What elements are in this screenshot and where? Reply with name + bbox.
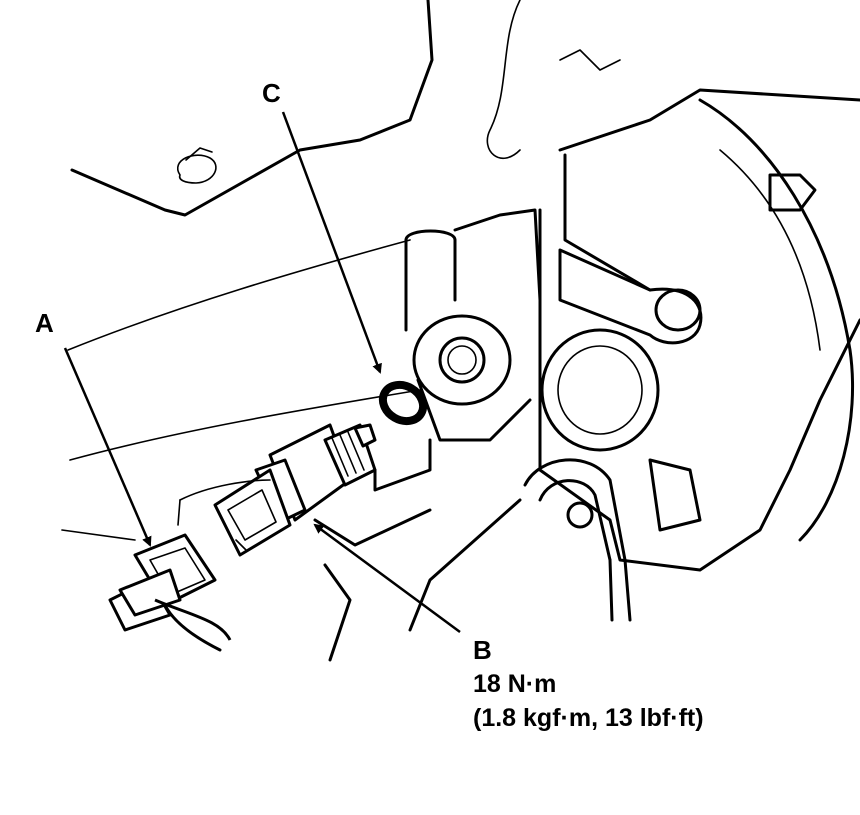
- leader-arrow-b: [313, 523, 461, 634]
- engine-housing-outline: [67, 0, 621, 461]
- lower-outline: [323, 498, 522, 662]
- sensor-seat-outline: [313, 438, 432, 547]
- leader-arrow-a: [63, 347, 152, 547]
- callout-label-c: C: [262, 78, 281, 108]
- o-ring: [378, 380, 428, 426]
- torque-spec-nm: 18 N·m: [473, 670, 557, 698]
- throttle-body: [538, 88, 860, 572]
- vacuum-hose: [523, 458, 632, 622]
- torque-spec-alt-units: (1.8 kgf·m, 13 lbf·ft): [473, 704, 704, 732]
- mounting-boss: [404, 208, 542, 442]
- leader-arrow-c: [281, 111, 382, 374]
- callout-label-b: B: [473, 635, 492, 665]
- callout-label-a: A: [35, 308, 54, 338]
- ect-sensor: [177, 423, 377, 557]
- harness-connector: [61, 529, 232, 652]
